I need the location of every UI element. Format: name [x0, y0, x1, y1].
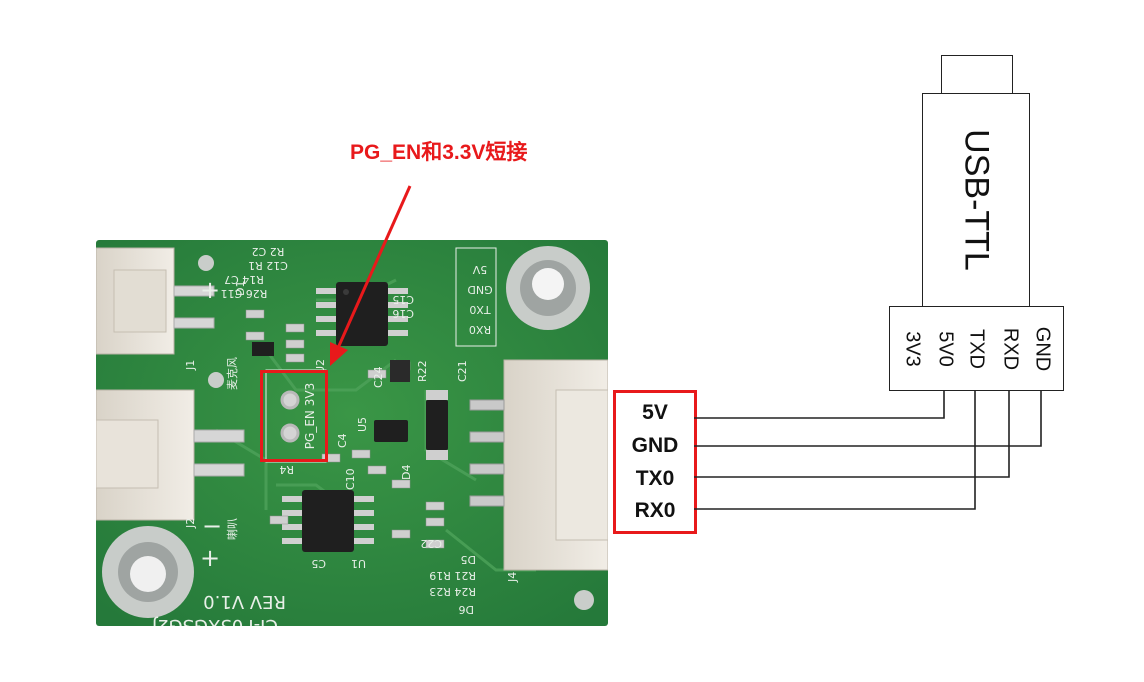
silk-plus-j2: +	[200, 544, 220, 572]
wire-tx0-rxd	[694, 390, 1010, 478]
silk-ref-d1: D1	[234, 281, 247, 296]
wire-5v	[694, 390, 945, 419]
silk-ref-c10: C10	[344, 468, 357, 490]
connector-pin-5v: 5V	[642, 401, 668, 424]
silk-ref-c4: C4	[336, 433, 349, 448]
silk-ref-r26c11: R26 C11	[221, 287, 268, 300]
silk-ref-j2: J2	[184, 518, 197, 529]
silk-model: CI-F03XGSG2J	[152, 615, 278, 626]
usb-pin-rxd: RXD	[999, 327, 1022, 371]
pcb-board: 5V GND TX0 RX0 R2 C2 C12 R1 R14 C7 R26 C…	[96, 240, 608, 626]
annotation-arrow-icon	[330, 185, 412, 366]
silk-ref-u1: U1	[351, 557, 366, 570]
silk-ref-c21: C21	[456, 360, 469, 382]
silk-pin-tx0: TX0	[469, 303, 491, 316]
silk-ref-c22: C22	[420, 537, 442, 550]
silk-ref-r4: R4	[279, 463, 294, 476]
silk-ref-c24: C24	[372, 366, 385, 388]
silk-rev: REV V1.0	[203, 591, 286, 612]
silk-ref-c12r1: C12 R1	[248, 259, 288, 272]
usb-plug	[941, 55, 1013, 94]
silk-ref-r14c7: R14 C7	[224, 273, 264, 286]
usb-pin-3v3: 3V3	[901, 331, 924, 367]
silk-ref-r24r23: R24 R23	[429, 585, 476, 598]
usb-pin-txd: TXD	[965, 329, 988, 369]
connector-pin-gnd: GND	[631, 434, 679, 457]
silk-jumper-label: PG_EN 3V3	[303, 383, 317, 449]
wire-gnd	[694, 390, 1042, 447]
silk-ref-u5: U5	[356, 417, 369, 432]
silk-ref-j4: J4	[506, 572, 519, 583]
annotation-label: PG_EN和3.3V短接	[350, 141, 528, 164]
silk-ref-c15: C15	[392, 293, 414, 306]
silk-speaker-label: 喇叭	[225, 518, 239, 540]
silk-ref-d5: D5	[461, 553, 476, 566]
usb-ttl-title: USB-TTL	[957, 129, 996, 271]
usb-ttl-body: USB-TTL	[922, 93, 1030, 307]
connector-pin-rx0: RX0	[634, 499, 676, 522]
wire-rx0-txd	[694, 390, 976, 510]
silk-ref-d6: D6	[459, 603, 474, 616]
silk-pin-5v: 5V	[472, 263, 487, 276]
silk-ref-j1: J1	[184, 360, 197, 371]
silk-ref-r22: R22	[416, 360, 429, 382]
usb-pin-5v0: 5V0	[934, 331, 957, 367]
silk-mic-label: 麦克风	[226, 357, 239, 390]
jumper-highlight-box	[260, 370, 328, 462]
silk-ref-r21r19: R21 R19	[429, 569, 476, 582]
silk-ref-r2c2: R2 C2	[252, 245, 285, 258]
silk-ref-d4: D4	[400, 465, 413, 480]
silk-pin-rx0: RX0	[469, 323, 491, 336]
silk-plus-j1: +	[200, 276, 220, 304]
silk-pin-gnd: GND	[467, 283, 492, 296]
connector-label-box: 5V GND TX0 RX0	[613, 390, 697, 534]
silk-ref-c16: C16	[392, 307, 414, 320]
usb-ttl-pin-header: GND RXD TXD 5V0 3V3	[889, 306, 1064, 391]
silk-ref-c5: C5	[311, 557, 326, 570]
connector-pin-tx0: TX0	[635, 467, 675, 490]
usb-pin-gnd: GND	[1031, 326, 1054, 372]
silk-minus-j2: −	[202, 512, 222, 540]
